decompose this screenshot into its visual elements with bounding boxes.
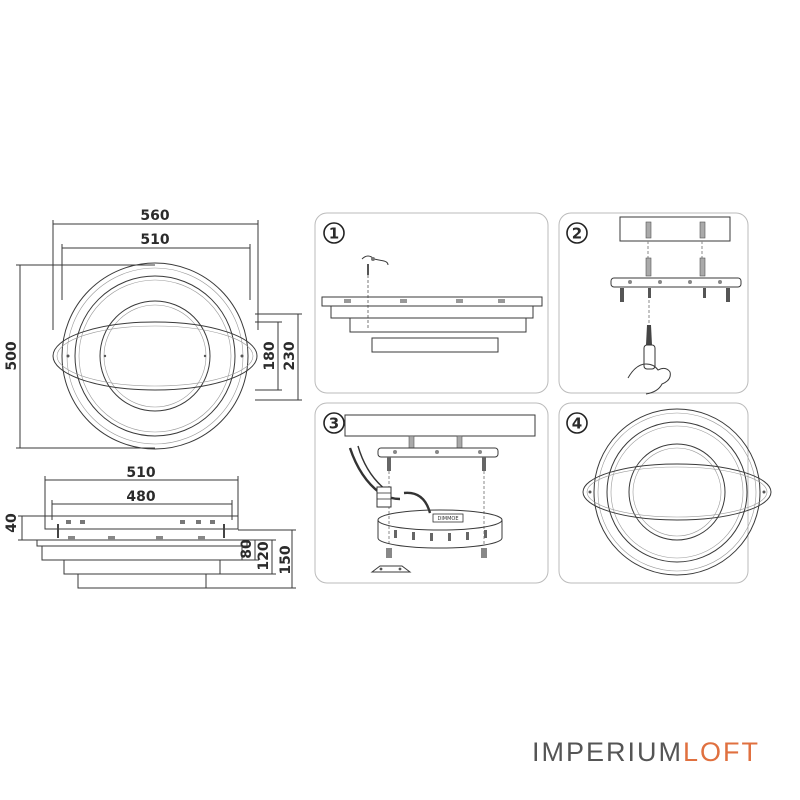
step-panel-3: 3 DIMMOE: [314, 402, 549, 584]
svg-text:IMPERIUMLOFT: IMPERIUMLOFT: [532, 737, 760, 767]
side-view-drawing: 510 480: [4, 465, 296, 589]
step-3-number: 3: [329, 415, 339, 433]
driver-label: DIMMOE: [437, 516, 458, 522]
step-panel-4: 4: [558, 402, 772, 584]
dim-side-width-top: 510: [126, 465, 155, 481]
dim-side-base: 80: [239, 539, 255, 559]
step-2-number: 2: [572, 225, 582, 243]
brand-logo-part1: IMPERIUM: [532, 737, 683, 767]
step-1-number: 1: [329, 225, 339, 243]
dim-outer-width: 560: [140, 208, 169, 224]
dim-ring-height-inner: 180: [262, 341, 278, 370]
dim-side-mid: 120: [256, 541, 272, 570]
dim-side-total: 150: [278, 545, 294, 574]
dim-side-width-inner: 480: [126, 489, 155, 505]
brand-logo: IMPERIUMLOFT: [532, 737, 760, 767]
dim-side-mount: 40: [4, 513, 20, 533]
step-4-number: 4: [572, 415, 582, 433]
step-panel-1: 1: [314, 212, 549, 394]
step-panel-2: 2: [558, 212, 749, 395]
brand-logo-part2: LOFT: [683, 737, 760, 767]
dim-height: 500: [4, 341, 20, 370]
dim-ring-height-outer: 230: [282, 341, 298, 370]
top-view-drawing: 560 510 500 180 230: [4, 208, 302, 450]
dim-inner-width: 510: [140, 232, 169, 248]
